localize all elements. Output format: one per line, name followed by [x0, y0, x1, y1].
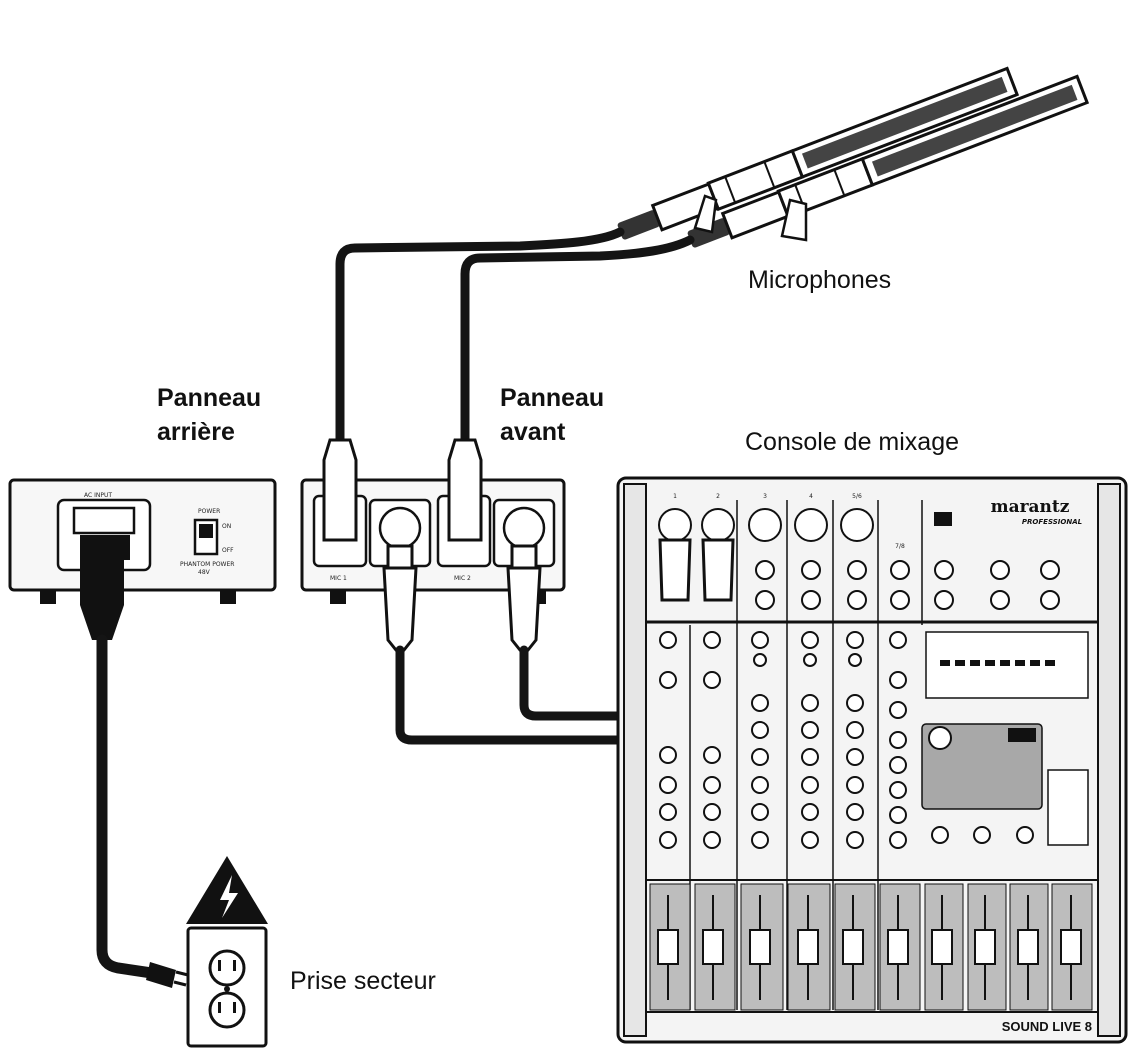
lightning-bolt-icon: [220, 875, 238, 918]
channel-number: 2: [716, 493, 720, 500]
mic2-label: MIC 2: [454, 575, 471, 582]
microphone-2-icon: [687, 74, 1090, 248]
mic-clip-icon: [780, 198, 808, 242]
ac-input-label: AC INPUT: [84, 492, 112, 499]
power-label: POWER: [198, 508, 220, 515]
power-off-label: OFF: [222, 547, 234, 554]
fader-section: [649, 883, 1093, 1011]
channel-numbers: 1 2 3 4 5/6 7/8: [673, 493, 905, 550]
power-on-label: ON: [222, 523, 231, 530]
xlr-connector-icon: [322, 438, 483, 542]
mic1-label: MIC 1: [330, 575, 347, 582]
channel-number: 3: [763, 493, 767, 500]
power-supply-unit: [8, 478, 277, 604]
mixer-label: Console de mixage: [745, 428, 960, 456]
microphones-label: Microphones: [748, 266, 892, 294]
mic-clip-icon: [693, 194, 718, 234]
mic-cables: [335, 227, 695, 455]
phantom-label: PHANTOM POWER: [180, 561, 234, 568]
power-cord: [80, 555, 189, 988]
phantom-voltage-label: 48V: [198, 569, 211, 576]
wall-outlet-icon: [186, 926, 268, 1048]
rear-panel-label: Panneau arrière: [157, 384, 262, 446]
xlr-connector-icon: [382, 544, 542, 652]
channel-number: 4: [809, 493, 813, 500]
channel-number: 5/6: [852, 493, 862, 500]
knob-grid: [659, 631, 1034, 849]
mixer-model: SOUND LIVE 8: [1002, 1019, 1092, 1034]
mixer-brand: marantz: [991, 497, 1070, 517]
warning-triangle-icon: [186, 856, 268, 924]
front-panel-label: Panneau avant: [500, 384, 605, 446]
outlet-label: Prise secteur: [290, 967, 436, 995]
mixer-brand-sub: PROFESSIONAL: [1022, 518, 1082, 526]
channel-number: 1: [673, 493, 677, 500]
mixing-console: [616, 476, 1128, 1044]
channel-number: 7/8: [895, 543, 905, 550]
microphone-1-icon: [617, 66, 1020, 240]
